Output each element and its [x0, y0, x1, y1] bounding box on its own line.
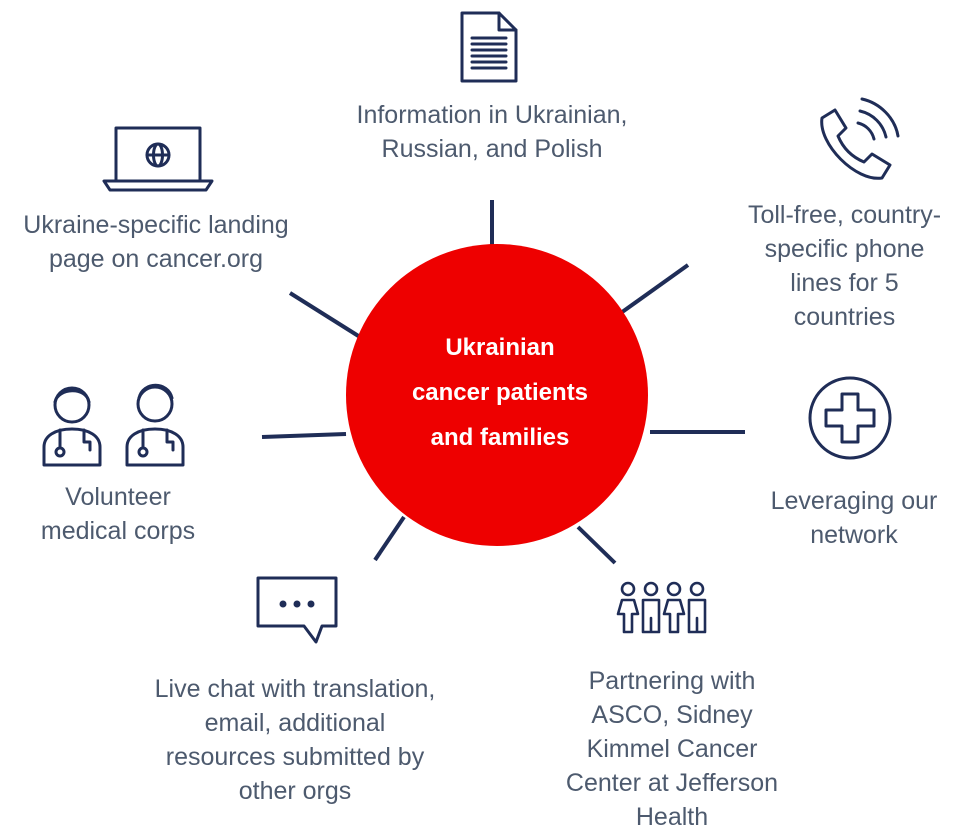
- partnering-label: Partnering with ASCO, Sidney Kimmel Canc…: [565, 667, 779, 831]
- volunteer-label: Volunteer medical corps: [40, 483, 196, 545]
- chat-bubble-icon: [256, 576, 338, 644]
- laptop-globe-icon: [102, 126, 214, 192]
- spoke-line: [373, 515, 406, 562]
- live-chat-label: Live chat with translation, email, addit…: [154, 675, 436, 805]
- landing-page-label: Ukraine-specific landing page on cancer.…: [23, 211, 289, 273]
- spoke-line: [288, 291, 362, 339]
- spoke-line: [616, 263, 690, 317]
- document-icon: [460, 11, 518, 83]
- info-languages-label: Information in Ukrainian, Russian, and P…: [356, 101, 628, 163]
- phone-lines-label: Toll-free, country- specific phone lines…: [747, 201, 942, 331]
- network-label: Leveraging our network: [770, 487, 938, 549]
- spoke-line: [576, 525, 617, 565]
- spoke-line: [261, 432, 347, 439]
- hub-label: Ukrainian cancer patients and families: [411, 334, 589, 451]
- hub-circle: [346, 244, 648, 546]
- medical-cross-icon: [808, 376, 892, 460]
- doctors-icon: [42, 383, 185, 467]
- phone-icon: [820, 97, 900, 180]
- people-group-icon: [616, 581, 707, 634]
